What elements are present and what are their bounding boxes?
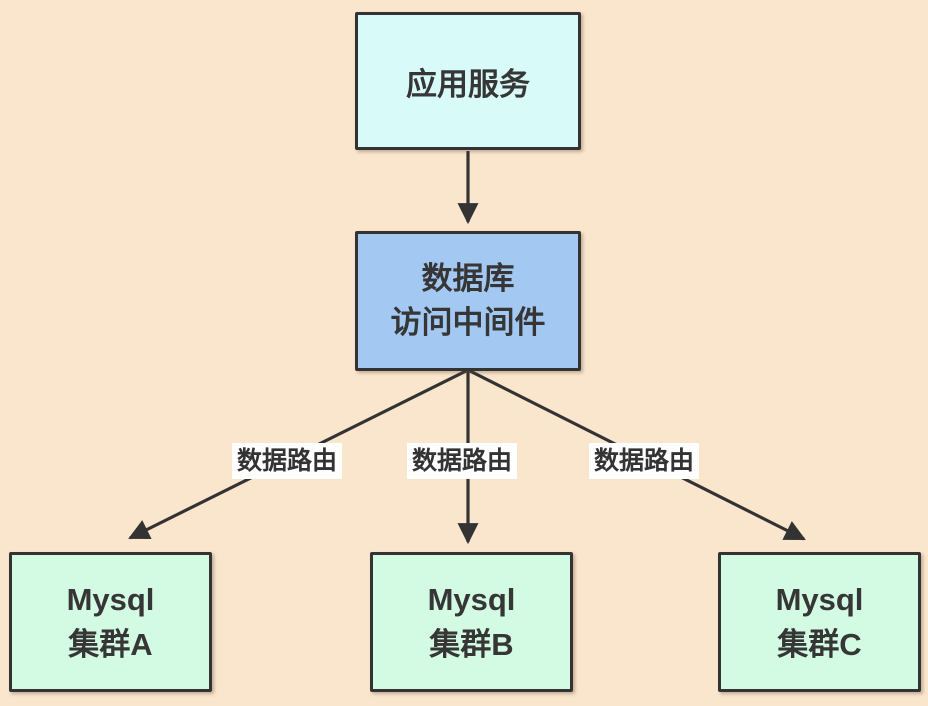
node-app-service: 应用服务 [355, 12, 581, 150]
edge-label-data-route-c: 数据路由 [588, 443, 700, 479]
node-mysql-cluster-b-label-line2: 集群B [429, 627, 514, 662]
node-mysql-cluster-a: Mysql 集群A [9, 552, 212, 692]
node-mysql-cluster-c-label-line1: Mysql [775, 582, 864, 617]
node-mysql-cluster-c: Mysql 集群C [718, 552, 921, 692]
node-mysql-cluster-b: Mysql 集群B [370, 552, 573, 692]
node-mysql-cluster-b-label-line1: Mysql [427, 582, 516, 617]
node-app-service-label: 应用服务 [406, 66, 530, 102]
node-db-middleware: 数据库 访问中间件 [355, 231, 581, 371]
node-db-middleware-label-line2: 访问中间件 [390, 305, 546, 340]
edge-label-data-route-a: 数据路由 [231, 443, 343, 479]
node-mysql-cluster-c-label-line2: 集群C [777, 627, 862, 662]
node-db-middleware-label-line1: 数据库 [421, 261, 515, 296]
edge-label-data-route-b: 数据路由 [406, 443, 518, 479]
node-mysql-cluster-a-label-line1: Mysql [66, 582, 155, 617]
node-mysql-cluster-a-label-line2: 集群A [68, 627, 153, 662]
